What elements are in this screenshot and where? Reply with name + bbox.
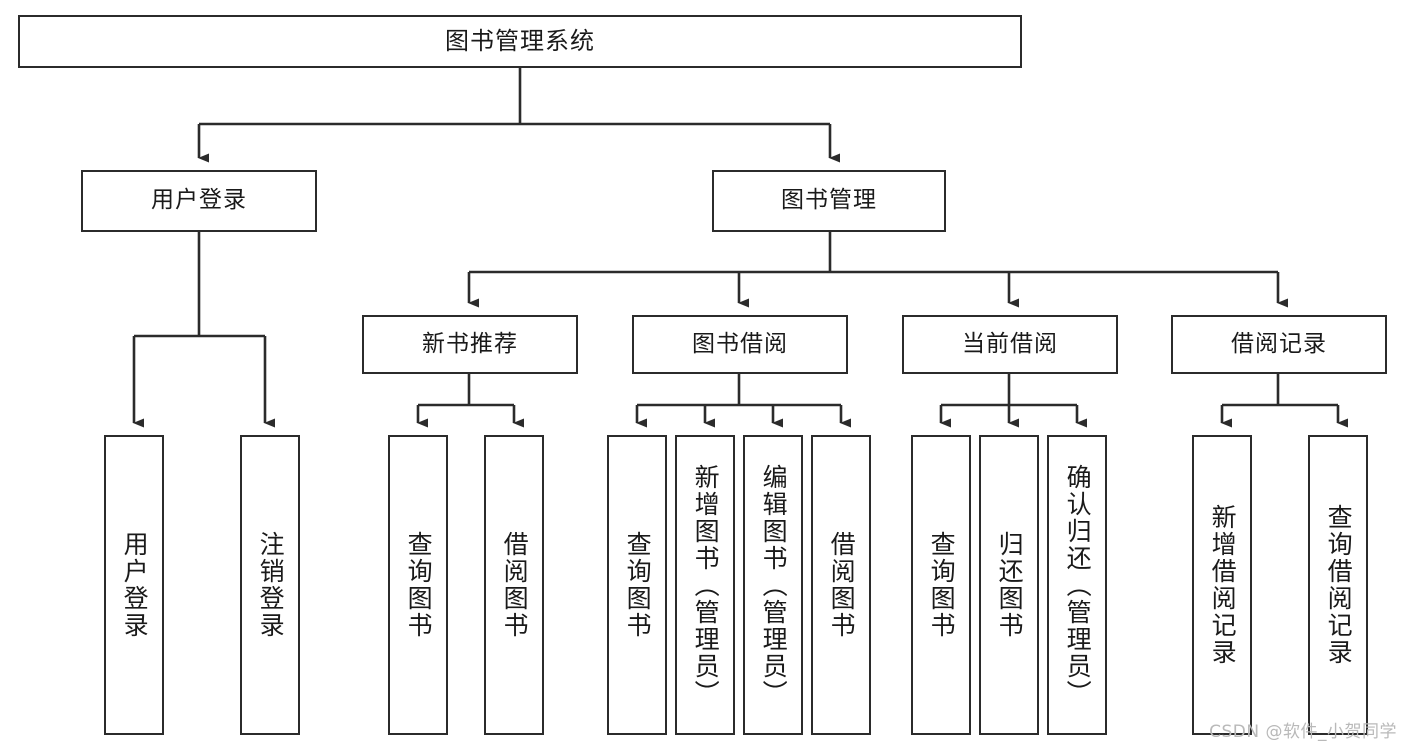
node-user-login[interactable]: 用户登录 [81,170,317,232]
node-leaf-add-book[interactable]: 新增图书（管理员） [675,435,735,735]
node-leaf-user-login[interactable]: 用户登录 [104,435,164,735]
node-leaf-confirm-return[interactable]: 确认归还（管理员） [1047,435,1107,735]
node-label: 图书借阅 [692,330,788,357]
node-leaf-add-borrow-record[interactable]: 新增借阅记录 [1192,435,1252,735]
node-label: 新增图书（管理员） [691,463,721,707]
node-leaf-query-book-borrow[interactable]: 查询图书 [607,435,667,735]
node-label: 查询借阅记录 [1324,504,1354,666]
node-label: 查询图书 [927,531,957,639]
node-label: 新书推荐 [422,330,518,357]
node-leaf-query-book-recommend[interactable]: 查询图书 [388,435,448,735]
node-current-borrow[interactable]: 当前借阅 [902,315,1118,374]
node-leaf-query-book-current[interactable]: 查询图书 [911,435,971,735]
node-label: 归还图书 [995,531,1025,639]
node-leaf-borrow-book-recommend[interactable]: 借阅图书 [484,435,544,735]
node-root-book-management-system[interactable]: 图书管理系统 [18,15,1022,68]
node-label: 确认归还（管理员） [1063,463,1093,707]
node-book-borrow[interactable]: 图书借阅 [632,315,848,374]
node-label: 图书管理 [781,187,877,214]
node-label: 查询图书 [623,531,653,639]
node-label: 借阅记录 [1231,330,1327,357]
node-leaf-query-borrow-record[interactable]: 查询借阅记录 [1308,435,1368,735]
node-label: 注销登录 [256,531,286,639]
node-label: 用户登录 [151,187,247,214]
node-borrow-record[interactable]: 借阅记录 [1171,315,1387,374]
node-label: 用户登录 [120,531,150,639]
node-label: 查询图书 [404,531,434,639]
node-label: 图书管理系统 [445,27,595,56]
csdn-watermark: CSDN @软件_小贺同学 [1209,722,1397,742]
node-label: 编辑图书（管理员） [759,463,789,707]
node-leaf-borrow-book[interactable]: 借阅图书 [811,435,871,735]
node-new-book-recommend[interactable]: 新书推荐 [362,315,578,374]
node-leaf-user-logout[interactable]: 注销登录 [240,435,300,735]
node-label: 当前借阅 [962,330,1058,357]
node-label: 借阅图书 [827,531,857,639]
node-label: 新增借阅记录 [1208,504,1238,666]
node-book-management[interactable]: 图书管理 [712,170,946,232]
node-leaf-edit-book[interactable]: 编辑图书（管理员） [743,435,803,735]
node-leaf-return-book[interactable]: 归还图书 [979,435,1039,735]
node-label: 借阅图书 [500,531,530,639]
